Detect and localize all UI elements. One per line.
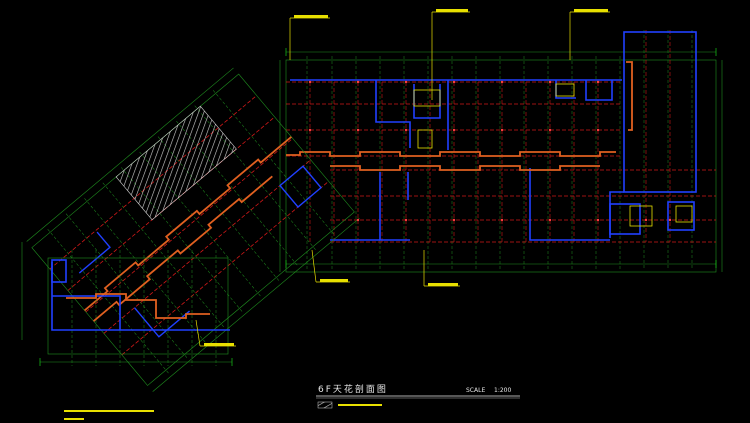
lower-left-block bbox=[21, 242, 232, 366]
title-block: 6F天花剖面图 SCALE 1:200 bbox=[316, 383, 520, 409]
general-notes bbox=[64, 410, 154, 420]
scale-label: SCALE bbox=[466, 387, 485, 394]
hatched-void-area bbox=[115, 105, 237, 221]
drawing-title: 6F天花剖面图 bbox=[318, 383, 388, 395]
scale-value: 1:200 bbox=[494, 387, 511, 394]
column-markers bbox=[308, 80, 672, 222]
legend-text-mark bbox=[338, 404, 382, 406]
legend-hatch-swatch bbox=[317, 401, 333, 409]
left-wing bbox=[26, 67, 360, 392]
right-wing bbox=[279, 30, 723, 273]
dimension-ticks bbox=[39, 48, 717, 366]
annotation-tags bbox=[204, 9, 608, 346]
